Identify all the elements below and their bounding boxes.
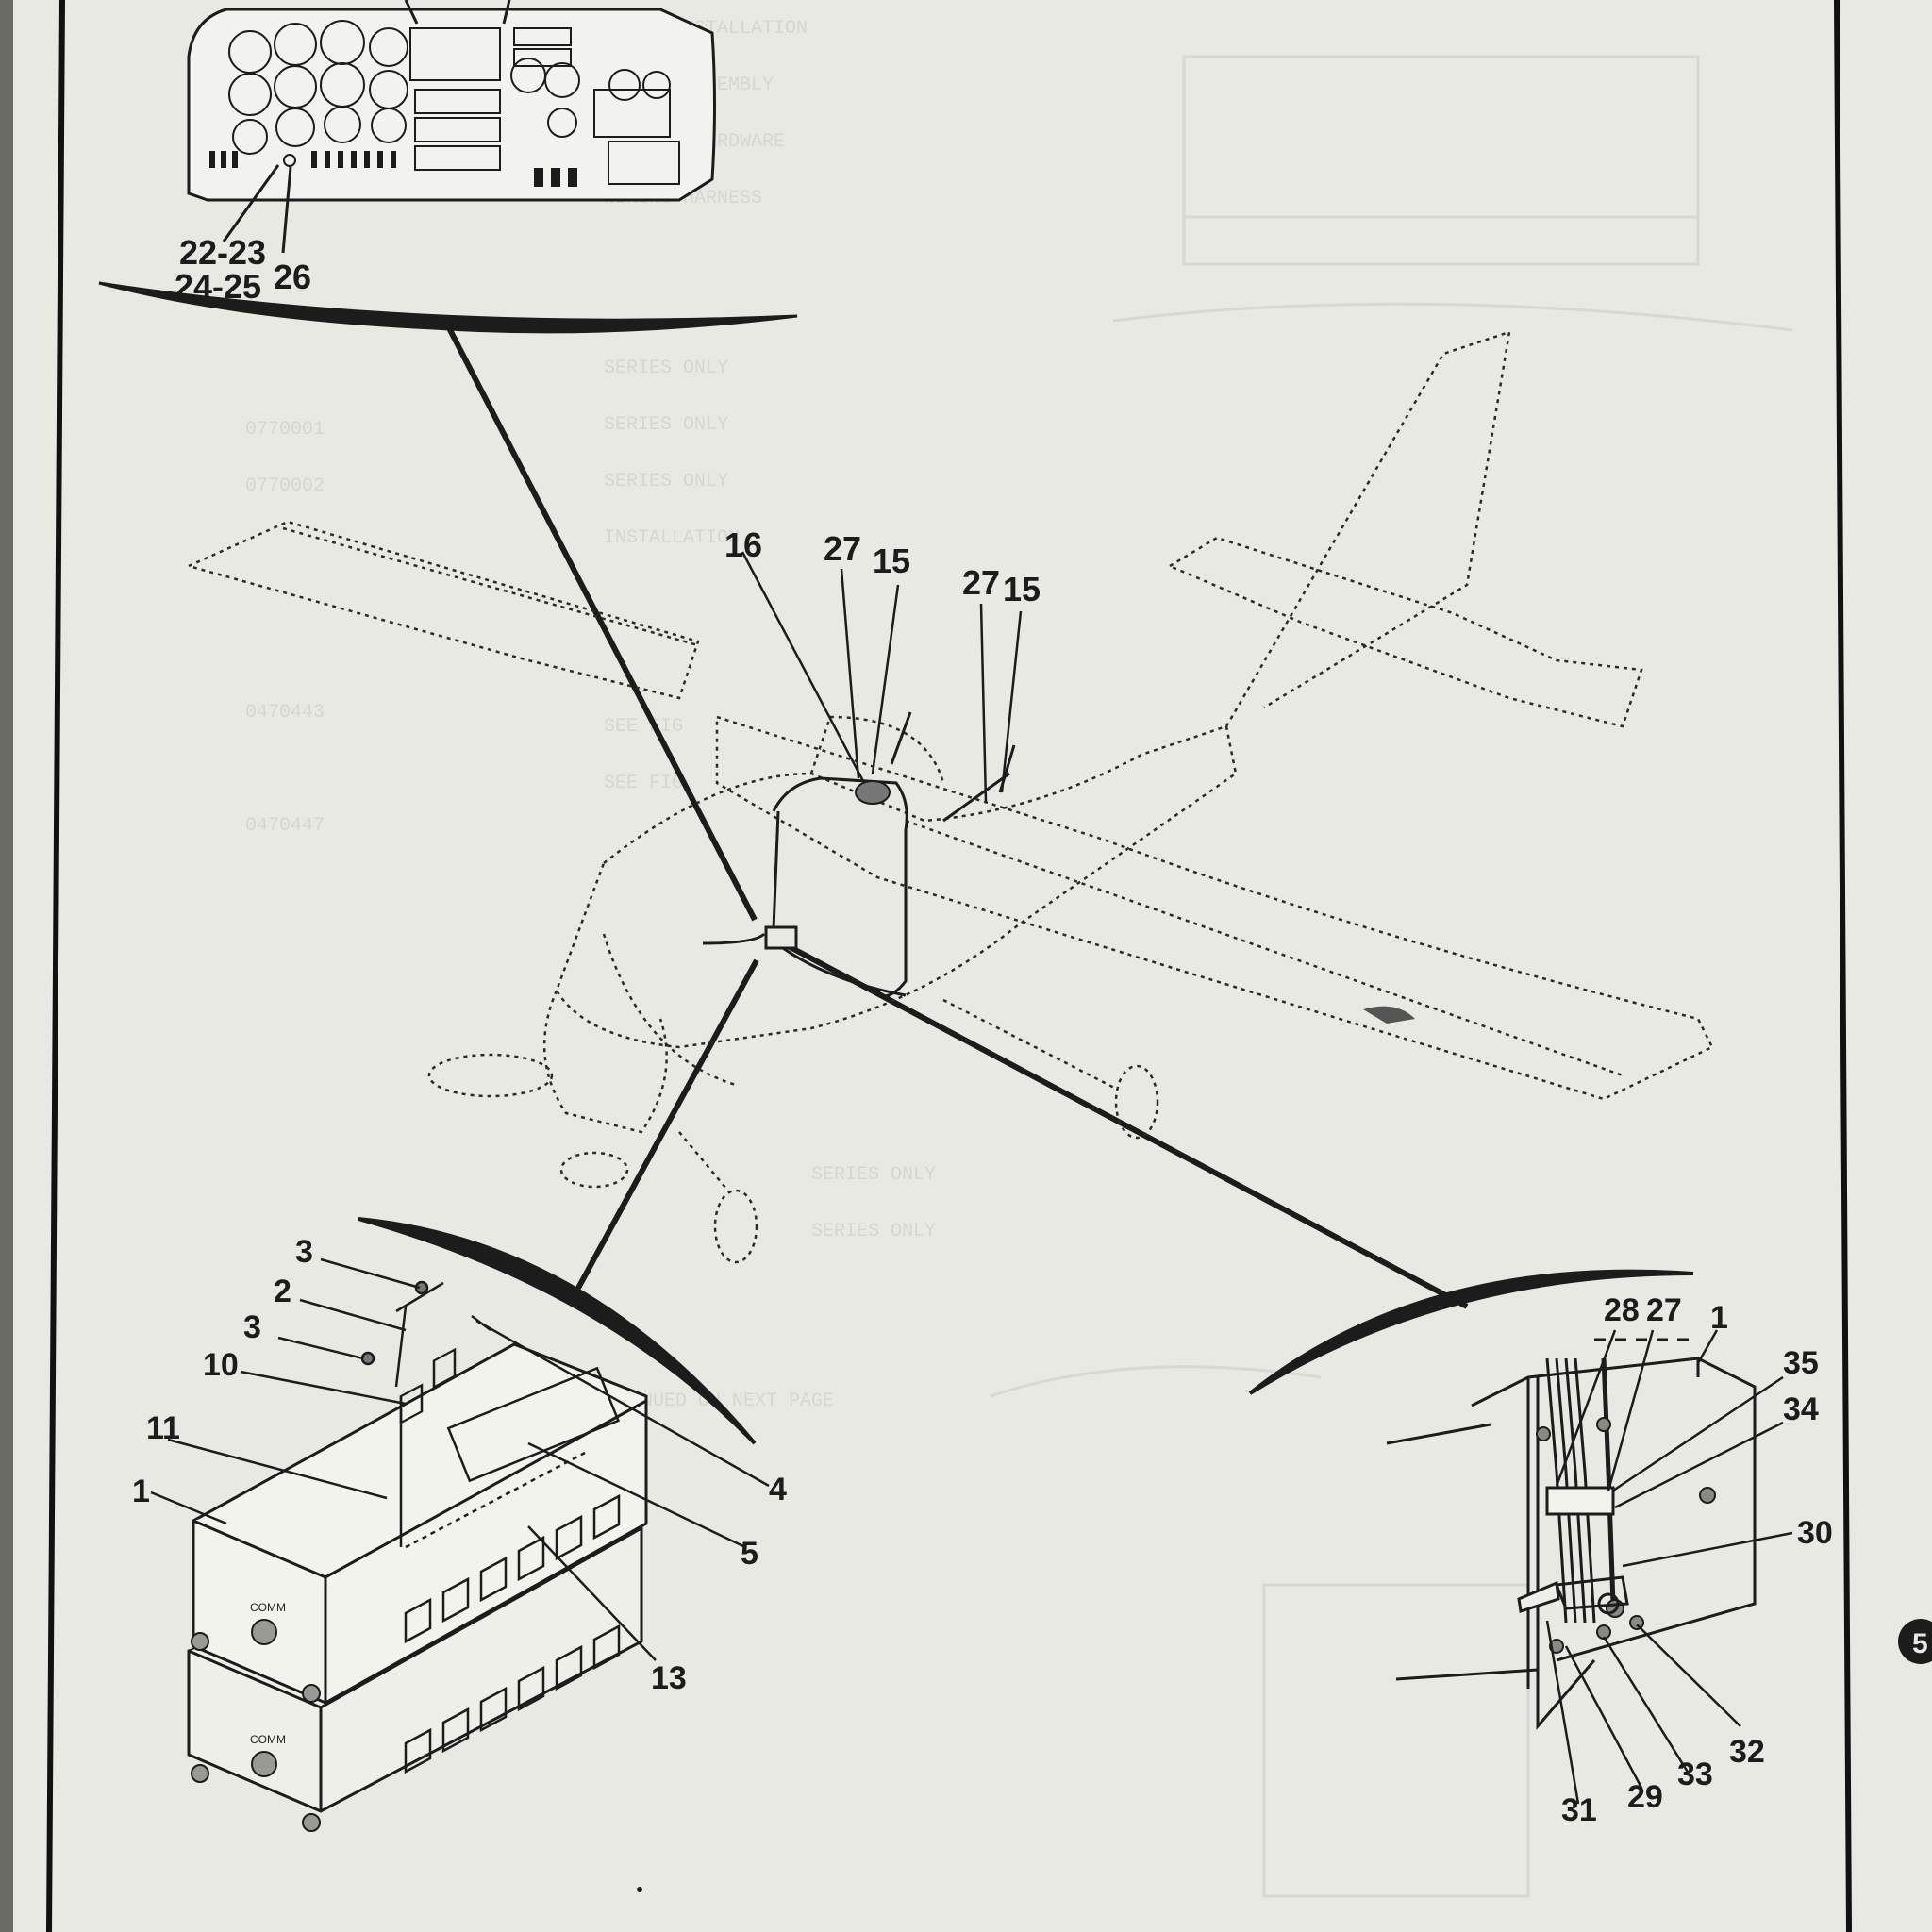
callout-label: 3 <box>243 1309 261 1345</box>
callout-label: 22-23 <box>179 233 266 272</box>
page-border <box>46 0 1852 1932</box>
callout-label: 11 <box>146 1410 180 1446</box>
svg-text:0770002: 0770002 <box>245 475 325 497</box>
connector-assembly <box>1517 1575 1629 1615</box>
mounting-hardware <box>360 1280 621 1549</box>
bracket-leaders <box>1545 1329 1793 1805</box>
callout-label: 27 <box>962 563 1000 602</box>
callout-label: 15 <box>873 541 910 580</box>
callout-label: 29 <box>1627 1779 1663 1815</box>
callout-label: 33 <box>1677 1757 1713 1792</box>
radio-leaders <box>150 1257 770 1661</box>
svg-text:0470443: 0470443 <box>245 702 325 724</box>
aircraft-phantom <box>185 330 1714 1264</box>
gauge-cluster <box>228 20 671 155</box>
callout-label: 13 <box>651 1660 687 1696</box>
horizontal-stabilizer <box>1167 536 1643 728</box>
cable-clamp <box>1545 1486 1615 1516</box>
page-marker-label: 5 <box>1912 1628 1928 1659</box>
bracket-detail: 28 27 1 35 34 30 32 33 29 31 <box>1386 1292 1833 1828</box>
left-wing <box>185 520 700 700</box>
leader-line <box>502 0 511 25</box>
callout-label: 5 <box>741 1536 758 1572</box>
fuselage <box>555 715 1238 1087</box>
svg-text:SEE FIG: SEE FIG <box>604 773 683 794</box>
svg-text:0770001: 0770001 <box>245 419 325 441</box>
svg-text:SERIES ONLY: SERIES ONLY <box>604 471 728 492</box>
radio-brand-label: COMM <box>250 1733 286 1746</box>
switch-row <box>209 151 577 187</box>
callout-label: 1 <box>132 1474 150 1509</box>
callout-label: 34 <box>1783 1391 1819 1427</box>
callout-label: 15 <box>1003 570 1041 608</box>
callout-label: 35 <box>1783 1345 1819 1381</box>
dot-mark <box>637 1887 642 1892</box>
radio-button-row-lower <box>404 1624 621 1774</box>
antenna-assembly <box>855 711 1415 1024</box>
radio-stack-detail: COMM COMM 3 2 3 10 11 1 4 <box>132 1234 787 1832</box>
aircraft-leaders <box>741 551 1023 803</box>
landing-gear <box>678 998 1159 1264</box>
leader-line <box>281 166 292 254</box>
view-connectors <box>442 319 1469 1309</box>
svg-text:SERIES ONLY: SERIES ONLY <box>811 1221 936 1242</box>
right-wing <box>715 715 1714 1101</box>
engine-cowling <box>427 990 668 1189</box>
callout-label: 4 <box>769 1472 787 1507</box>
callout-label: 16 <box>724 525 762 564</box>
callout-label: 26 <box>274 258 311 296</box>
callout-label: 28 <box>1604 1292 1640 1328</box>
callout-label: 2 <box>274 1274 291 1309</box>
cable-bundle <box>1545 1357 1616 1624</box>
callout-label: 10 <box>203 1347 239 1383</box>
svg-text:SERIES ONLY: SERIES ONLY <box>604 358 728 379</box>
svg-text:0470447: 0470447 <box>245 815 325 837</box>
callout-label: 27 <box>1646 1292 1682 1328</box>
radio-stack-panel <box>409 27 680 185</box>
panel-knob <box>283 154 296 167</box>
callout-label: 30 <box>1797 1515 1833 1551</box>
svg-text:INSTALLATION: INSTALLATION <box>604 527 740 549</box>
callout-label: 32 <box>1729 1734 1765 1770</box>
svg-text:SERIES ONLY: SERIES ONLY <box>604 414 728 436</box>
callout-label: 27 <box>824 529 861 568</box>
radio-brand-label: COMM <box>250 1601 286 1614</box>
aircraft-solid-details <box>702 772 1010 998</box>
callout-label: 1 <box>1710 1300 1728 1336</box>
radio-button-row-upper <box>404 1493 621 1644</box>
instrument-panel: 22-23 24-25 26 <box>175 0 716 306</box>
callout-label: 31 <box>1561 1792 1597 1828</box>
radio-knobs <box>191 1619 321 1832</box>
callout-label: 3 <box>295 1234 313 1270</box>
leader-line <box>222 164 280 242</box>
mounting-bracket <box>1386 1338 1757 1731</box>
svg-text:SEE FIG: SEE FIG <box>604 716 683 738</box>
svg-text:SERIES ONLY: SERIES ONLY <box>811 1164 936 1186</box>
page-marker: 5 <box>1898 1619 1932 1664</box>
leader-line <box>404 0 419 25</box>
